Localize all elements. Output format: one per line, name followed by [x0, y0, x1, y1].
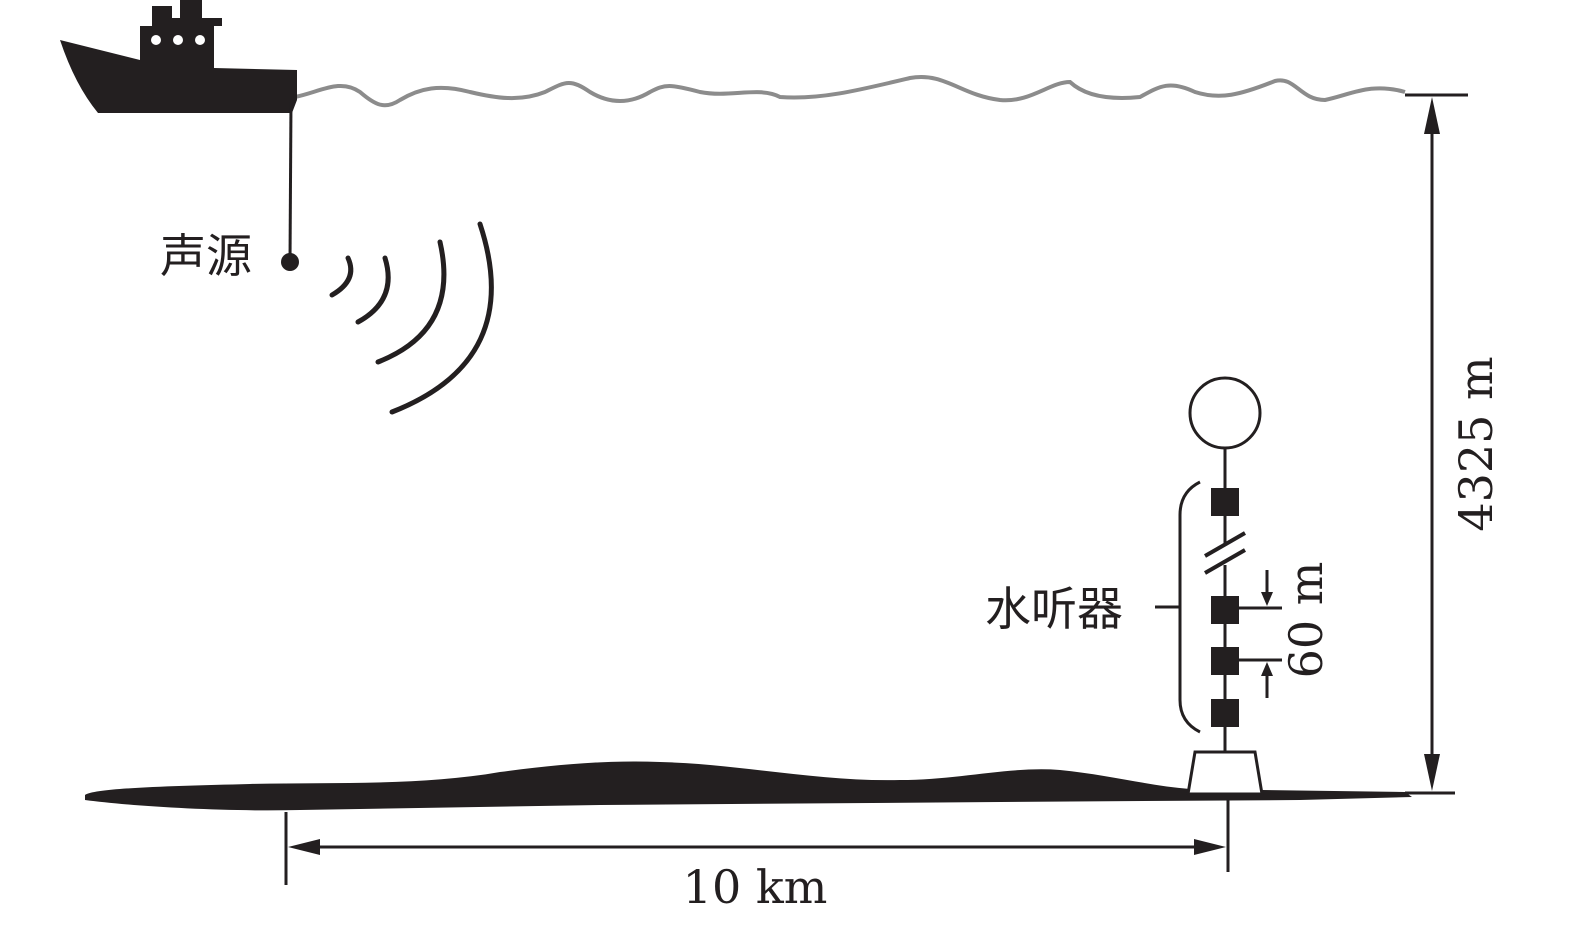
sound-wave-arcs — [329, 221, 494, 415]
ship-icon — [60, 0, 297, 113]
hydrophone-element — [1211, 596, 1239, 624]
depth-dimension — [1405, 93, 1468, 795]
sound-source-marker — [281, 253, 299, 271]
depth-arrow-top — [1424, 97, 1440, 134]
sound-source-label: 声源 — [160, 229, 252, 283]
range-arrow-left — [288, 839, 320, 855]
sea-surface-line — [294, 75, 1406, 108]
depth-label: 4325 m — [1449, 356, 1503, 531]
hydrophone-element — [1211, 647, 1239, 675]
anchor-weight-icon — [1186, 750, 1264, 796]
hydrophone-element — [1211, 488, 1239, 516]
cable-break-mark — [1204, 531, 1246, 575]
spacing-dimension — [1239, 570, 1282, 698]
range-dimension — [284, 797, 1230, 885]
range-label: 10 km — [683, 860, 828, 914]
range-arrow-right — [1194, 839, 1226, 855]
hydrophone-label: 水听器 — [985, 582, 1123, 636]
hydrophone-array-bracket — [1178, 480, 1201, 734]
seafloor — [85, 761, 1412, 811]
spacing-label: 60 m — [1279, 562, 1333, 679]
spacing-arrow-top — [1261, 592, 1273, 606]
spacing-arrow-bottom — [1261, 662, 1273, 676]
hydrophone-element — [1211, 699, 1239, 727]
depth-arrow-bottom — [1424, 754, 1440, 791]
source-tow-cable — [288, 99, 293, 263]
float-buoy-icon — [1188, 376, 1262, 450]
